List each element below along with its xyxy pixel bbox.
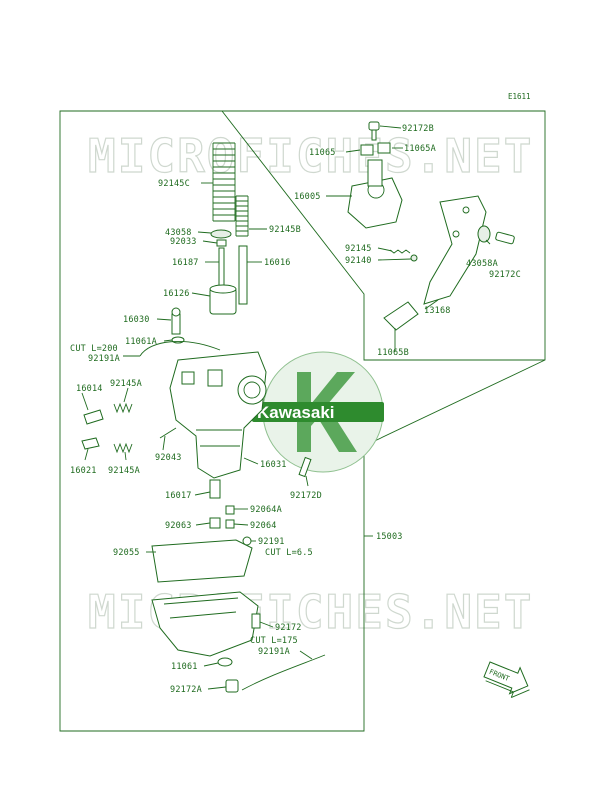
- spring-92145-drawing: [389, 249, 411, 254]
- label-92172c: 92172C: [489, 270, 521, 280]
- watermark-top: MICROFICHES.NET: [88, 129, 533, 183]
- label-92191a-top: 92191A: [88, 354, 120, 364]
- label-16005: 16005: [294, 192, 321, 202]
- throttle-valve-16126-drawing: [209, 284, 237, 315]
- screw-16014-drawing: [83, 409, 104, 425]
- watermark-bottom: MICROFICHES.NET: [88, 585, 533, 639]
- main-frame-outline: [59, 110, 546, 732]
- label-16014: 16014: [76, 384, 103, 394]
- front-direction-arrow: FRONT: [483, 661, 530, 698]
- label-11065: 11065: [309, 148, 336, 158]
- rod-16016-drawing: [238, 245, 248, 305]
- jet-92064-drawing: [225, 519, 235, 529]
- label-92145: 92145: [345, 244, 372, 254]
- inset-frame-divider: [221, 110, 545, 361]
- jet-92064a-drawing: [225, 505, 235, 515]
- screw-92172d-drawing: [298, 456, 312, 478]
- label-16187: 16187: [172, 258, 199, 268]
- label-11061a: 11061A: [125, 337, 157, 347]
- float-bowl-drawing: [151, 591, 259, 657]
- label-11065b: 11065B: [377, 348, 409, 358]
- cap-11065b-drawing: [383, 301, 419, 331]
- kawasaki-logo: Kawasaki: [252, 351, 384, 473]
- label-92145a-top: 92145A: [110, 379, 142, 389]
- label-92033: 92033: [170, 237, 197, 247]
- screw-92172-drawing: [251, 613, 261, 629]
- screw-92172c-drawing: [495, 231, 515, 245]
- washer-92063-drawing: [209, 517, 221, 529]
- label-16030: 16030: [123, 315, 150, 325]
- label-92191: 92191: [258, 537, 285, 547]
- label-92145b: 92145B: [269, 225, 301, 235]
- cap-11065-drawing: [360, 144, 374, 156]
- plate-43058a-drawing: [477, 225, 491, 243]
- hose-92191a-top-drawing: [139, 341, 221, 357]
- label-16021: 16021: [70, 466, 97, 476]
- label-16126: 16126: [163, 289, 190, 299]
- label-92064: 92064: [250, 521, 277, 531]
- label-11065a: 11065A: [404, 144, 436, 154]
- label-92172: 92172: [275, 623, 302, 633]
- cap-11065a-drawing: [377, 142, 391, 154]
- spring-92145a-top-drawing: [113, 402, 133, 414]
- label-15003: 15003: [376, 532, 403, 542]
- label-92172b: 92172B: [402, 124, 434, 134]
- screw-92172a-drawing: [225, 679, 239, 693]
- label-16031: 16031: [260, 460, 287, 470]
- label-43058a: 43058A: [466, 259, 498, 269]
- hose-92191a-bottom-drawing: [241, 654, 326, 691]
- label-16017: 16017: [165, 491, 192, 501]
- label-16016: 16016: [264, 258, 291, 268]
- ring-92191-drawing: [242, 536, 252, 546]
- spring-92145a-bottom-drawing: [113, 442, 133, 454]
- spring-92145c-drawing: [212, 142, 236, 222]
- screw-16030-drawing: [171, 307, 181, 335]
- diagram-code: E1611: [508, 92, 531, 101]
- choke-body-16005-drawing: [347, 159, 403, 229]
- kawasaki-logo-text: Kawasaki: [257, 403, 335, 422]
- label-13168: 13168: [424, 306, 451, 316]
- spring-92145b-drawing: [235, 195, 249, 237]
- label-cut-l175: CUT L=175: [250, 636, 298, 646]
- label-92145a-bottom: 92145A: [108, 466, 140, 476]
- ball-92140-drawing: [410, 254, 418, 262]
- label-cut-l65: CUT L=6.5: [265, 548, 313, 558]
- ring-11061a-drawing: [171, 336, 185, 344]
- label-92145c: 92145C: [158, 179, 190, 189]
- label-92172d: 92172D: [290, 491, 322, 501]
- carburetor-body-drawing: [169, 351, 267, 479]
- label-92043: 92043: [155, 453, 182, 463]
- label-92140: 92140: [345, 256, 372, 266]
- screw-92172b-drawing: [368, 121, 380, 141]
- leader-lines: [81, 125, 491, 690]
- pin-92043-drawing: [159, 427, 177, 439]
- screw-16021-drawing: [81, 437, 100, 450]
- label-92191a-bottom: 92191A: [258, 647, 290, 657]
- lever-13168-drawing: [423, 195, 487, 305]
- label-92063: 92063: [165, 521, 192, 531]
- ring-11061-drawing: [217, 657, 233, 667]
- label-cut-l200: CUT L=200: [70, 344, 118, 354]
- gasket-92055-drawing: [151, 539, 253, 583]
- label-11061: 11061: [171, 662, 198, 672]
- label-92064a: 92064A: [250, 505, 282, 515]
- clip-92033-drawing: [216, 239, 227, 247]
- plate-43058-drawing: [210, 229, 232, 239]
- jet-16017-drawing: [209, 479, 221, 499]
- label-92055: 92055: [113, 548, 140, 558]
- label-43058: 43058: [165, 228, 192, 238]
- label-92172a: 92172A: [170, 685, 202, 695]
